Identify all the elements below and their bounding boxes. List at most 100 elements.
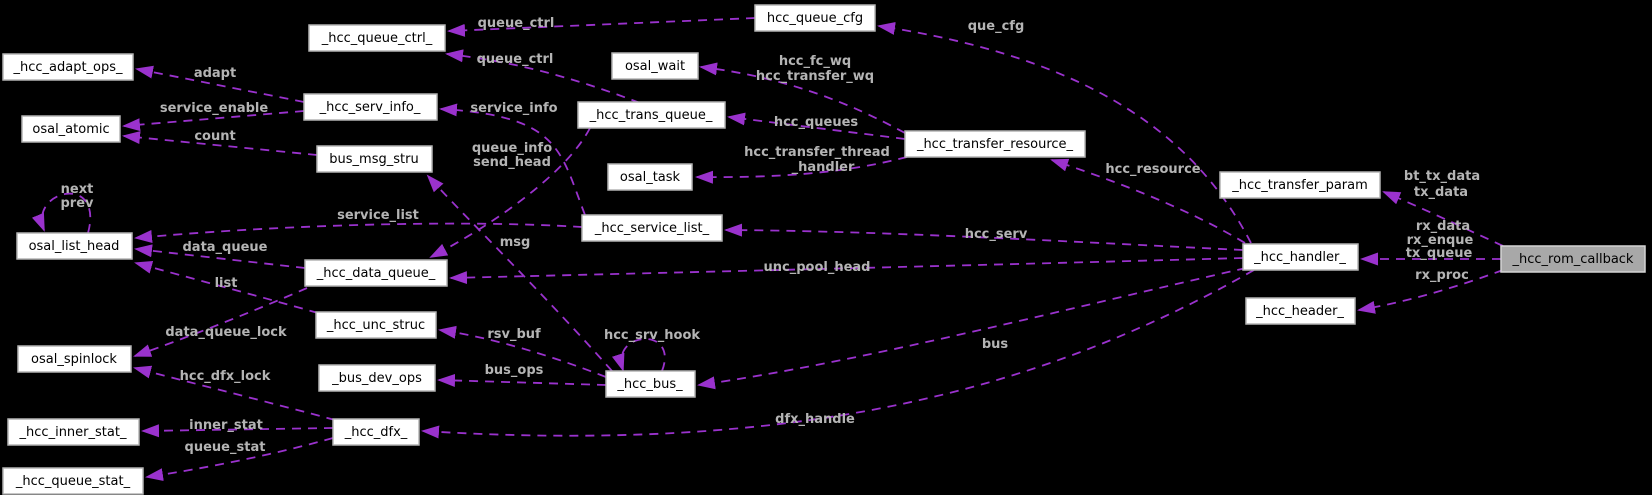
node-hcc-transfer-param[interactable]: _hcc_transfer_param: [1219, 171, 1381, 199]
node-label: _hcc_adapt_ops_: [12, 60, 123, 75]
node-label: _hcc_trans_queue_: [589, 108, 713, 123]
node-hcc-trans-queue[interactable]: _hcc_trans_queue_: [577, 101, 726, 129]
node-label: _hcc_transfer_param: [1231, 178, 1368, 193]
edge-hcc-serv: [724, 223, 1244, 251]
edge-service-info: [439, 103, 586, 216]
edge-label: hcc_fc_wq: [779, 54, 851, 69]
node-bus-dev-ops[interactable]: _bus_dev_ops: [318, 364, 436, 392]
edge-label: inner_stat: [189, 418, 263, 433]
node-label: _hcc_rom_callback: [1512, 252, 1634, 267]
edge-msg: [426, 174, 613, 372]
node-hcc-queue-ctrl[interactable]: _hcc_queue_ctrl_: [308, 24, 446, 52]
edge-label: msg: [500, 235, 531, 250]
edge-list: [134, 261, 319, 314]
edge-rsv-buf: [438, 325, 607, 378]
node-label: osal_list_head: [29, 239, 120, 254]
edge-queue-info-send-head: [429, 127, 591, 258]
edge-label: hcc_dfx_lock: [180, 369, 271, 384]
edges: [31, 17, 1504, 482]
node-label: _hcc_service_list_: [594, 221, 710, 236]
node-label: _hcc_bus_: [616, 377, 683, 392]
node-hcc-dfx[interactable]: _hcc_dfx_: [332, 418, 420, 446]
edge-label: dfx_handle: [775, 412, 855, 427]
node-hcc-header[interactable]: _hcc_header_: [1245, 297, 1356, 325]
edge-hcc-srv-hook-self-loop: [611, 338, 666, 372]
node-label: osal_wait: [625, 59, 685, 74]
node-label: _hcc_handler_: [1253, 250, 1346, 265]
node-hcc-queue-stat[interactable]: _hcc_queue_stat_: [2, 467, 144, 495]
node-osal-wait[interactable]: osal_wait: [611, 52, 699, 80]
node-label: _bus_dev_ops: [331, 371, 422, 386]
node-osal-list-head[interactable]: osal_list_head: [16, 232, 133, 260]
node-hcc-handler[interactable]: _hcc_handler_: [1242, 243, 1359, 271]
edge-label: list: [215, 276, 238, 291]
node-osal-spinlock[interactable]: osal_spinlock: [17, 345, 132, 373]
edge-dfx-handle: [421, 269, 1255, 439]
edge-count: [122, 131, 318, 156]
node-osal-task[interactable]: osal_task: [607, 163, 693, 191]
node-label: _hcc_unc_struc: [326, 318, 425, 333]
edge-label: rx_proc: [1415, 268, 1469, 283]
edge-adapt: [135, 65, 305, 103]
edge-hcc-queues: [727, 112, 906, 140]
node-hcc-inner-stat[interactable]: _hcc_inner_stat_: [7, 418, 140, 446]
edge-label: _handler: [792, 160, 855, 175]
edge-label: tx_queue: [1406, 246, 1473, 261]
edge-label: service_info: [470, 101, 557, 116]
edge-label: que_cfg: [968, 19, 1025, 34]
node-hcc-data-queue[interactable]: _hcc_data_queue_: [304, 259, 448, 287]
edge-data-queue: [134, 244, 306, 269]
edge-label: data_queue_lock: [165, 325, 287, 340]
node-bus-msg-stru[interactable]: bus_msg_stru: [316, 145, 433, 173]
node-label: _hcc_serv_info_: [319, 100, 421, 115]
node-label: osal_atomic: [32, 122, 109, 137]
edge-label: adapt: [194, 66, 236, 81]
edge-service-enable: [122, 110, 305, 132]
node-label: _hcc_dfx_: [344, 425, 408, 440]
edge-label: bus: [982, 337, 1009, 352]
node-hcc-queue-cfg[interactable]: hcc_queue_cfg: [754, 4, 876, 32]
edge-label: send_head: [473, 155, 551, 170]
edge-hcc-dfx-lock: [133, 365, 336, 421]
node-hcc-bus[interactable]: _hcc_bus_: [605, 370, 696, 398]
edge-label: hcc_transfer_wq: [756, 69, 874, 84]
edge-label: queue_info: [472, 141, 552, 156]
node-label: _hcc_data_queue_: [316, 266, 436, 281]
edge-label: service_list: [337, 208, 419, 223]
node-label: _hcc_header_: [1255, 304, 1344, 319]
edge-label: rx_enque: [1407, 233, 1474, 248]
edge-label: hcc_resource: [1105, 162, 1200, 177]
edge-bus-ops: [437, 373, 607, 387]
node-label: _hcc_queue_stat_: [15, 474, 131, 489]
edge-data-queue-lock: [133, 287, 308, 357]
node-hcc-serv-info[interactable]: _hcc_serv_info_: [303, 93, 438, 121]
edge-queue-ctrl-from-queue-cfg: [447, 17, 756, 37]
edge-label: queue_stat: [185, 440, 266, 455]
edge-rx-proc: [1357, 269, 1504, 314]
node-label: bus_msg_stru: [329, 152, 418, 167]
node-label: _hcc_inner_stat_: [19, 425, 127, 440]
node-label: osal_spinlock: [31, 352, 117, 367]
node-osal-atomic[interactable]: osal_atomic: [21, 115, 121, 143]
edge-queue-ctrl-from-trans-queue: [445, 49, 641, 104]
edge-label: bus_ops: [485, 363, 544, 378]
edge-hcc-fc-wq: [699, 62, 906, 134]
edge-queue-stat: [145, 437, 334, 482]
node-hcc-unc-struc[interactable]: _hcc_unc_struc: [315, 311, 437, 339]
node-hcc-transfer-resource[interactable]: _hcc_transfer_resource_: [904, 130, 1086, 158]
edge-next-prev-self-loop: [31, 192, 92, 234]
edge-label: count: [194, 129, 235, 144]
node-hcc-service-list[interactable]: _hcc_service_list_: [581, 214, 723, 242]
edge-label: service_enable: [160, 101, 269, 116]
edge-label: hcc_transfer_thread: [744, 145, 890, 160]
edge-bt-tx-data: [1382, 191, 1504, 247]
nodes: _hcc_adapt_ops_ osal_atomic _hcc_queue_c…: [2, 4, 1646, 495]
edge-label: rx_data: [1416, 219, 1470, 234]
edge-label: rsv_buf: [487, 327, 541, 342]
edge-label: hcc_srv_hook: [604, 328, 700, 343]
node-label: _hcc_queue_ctrl_: [321, 31, 433, 46]
node-hcc-adapt-ops[interactable]: _hcc_adapt_ops_: [2, 53, 134, 81]
edge-label: next: [61, 182, 94, 197]
